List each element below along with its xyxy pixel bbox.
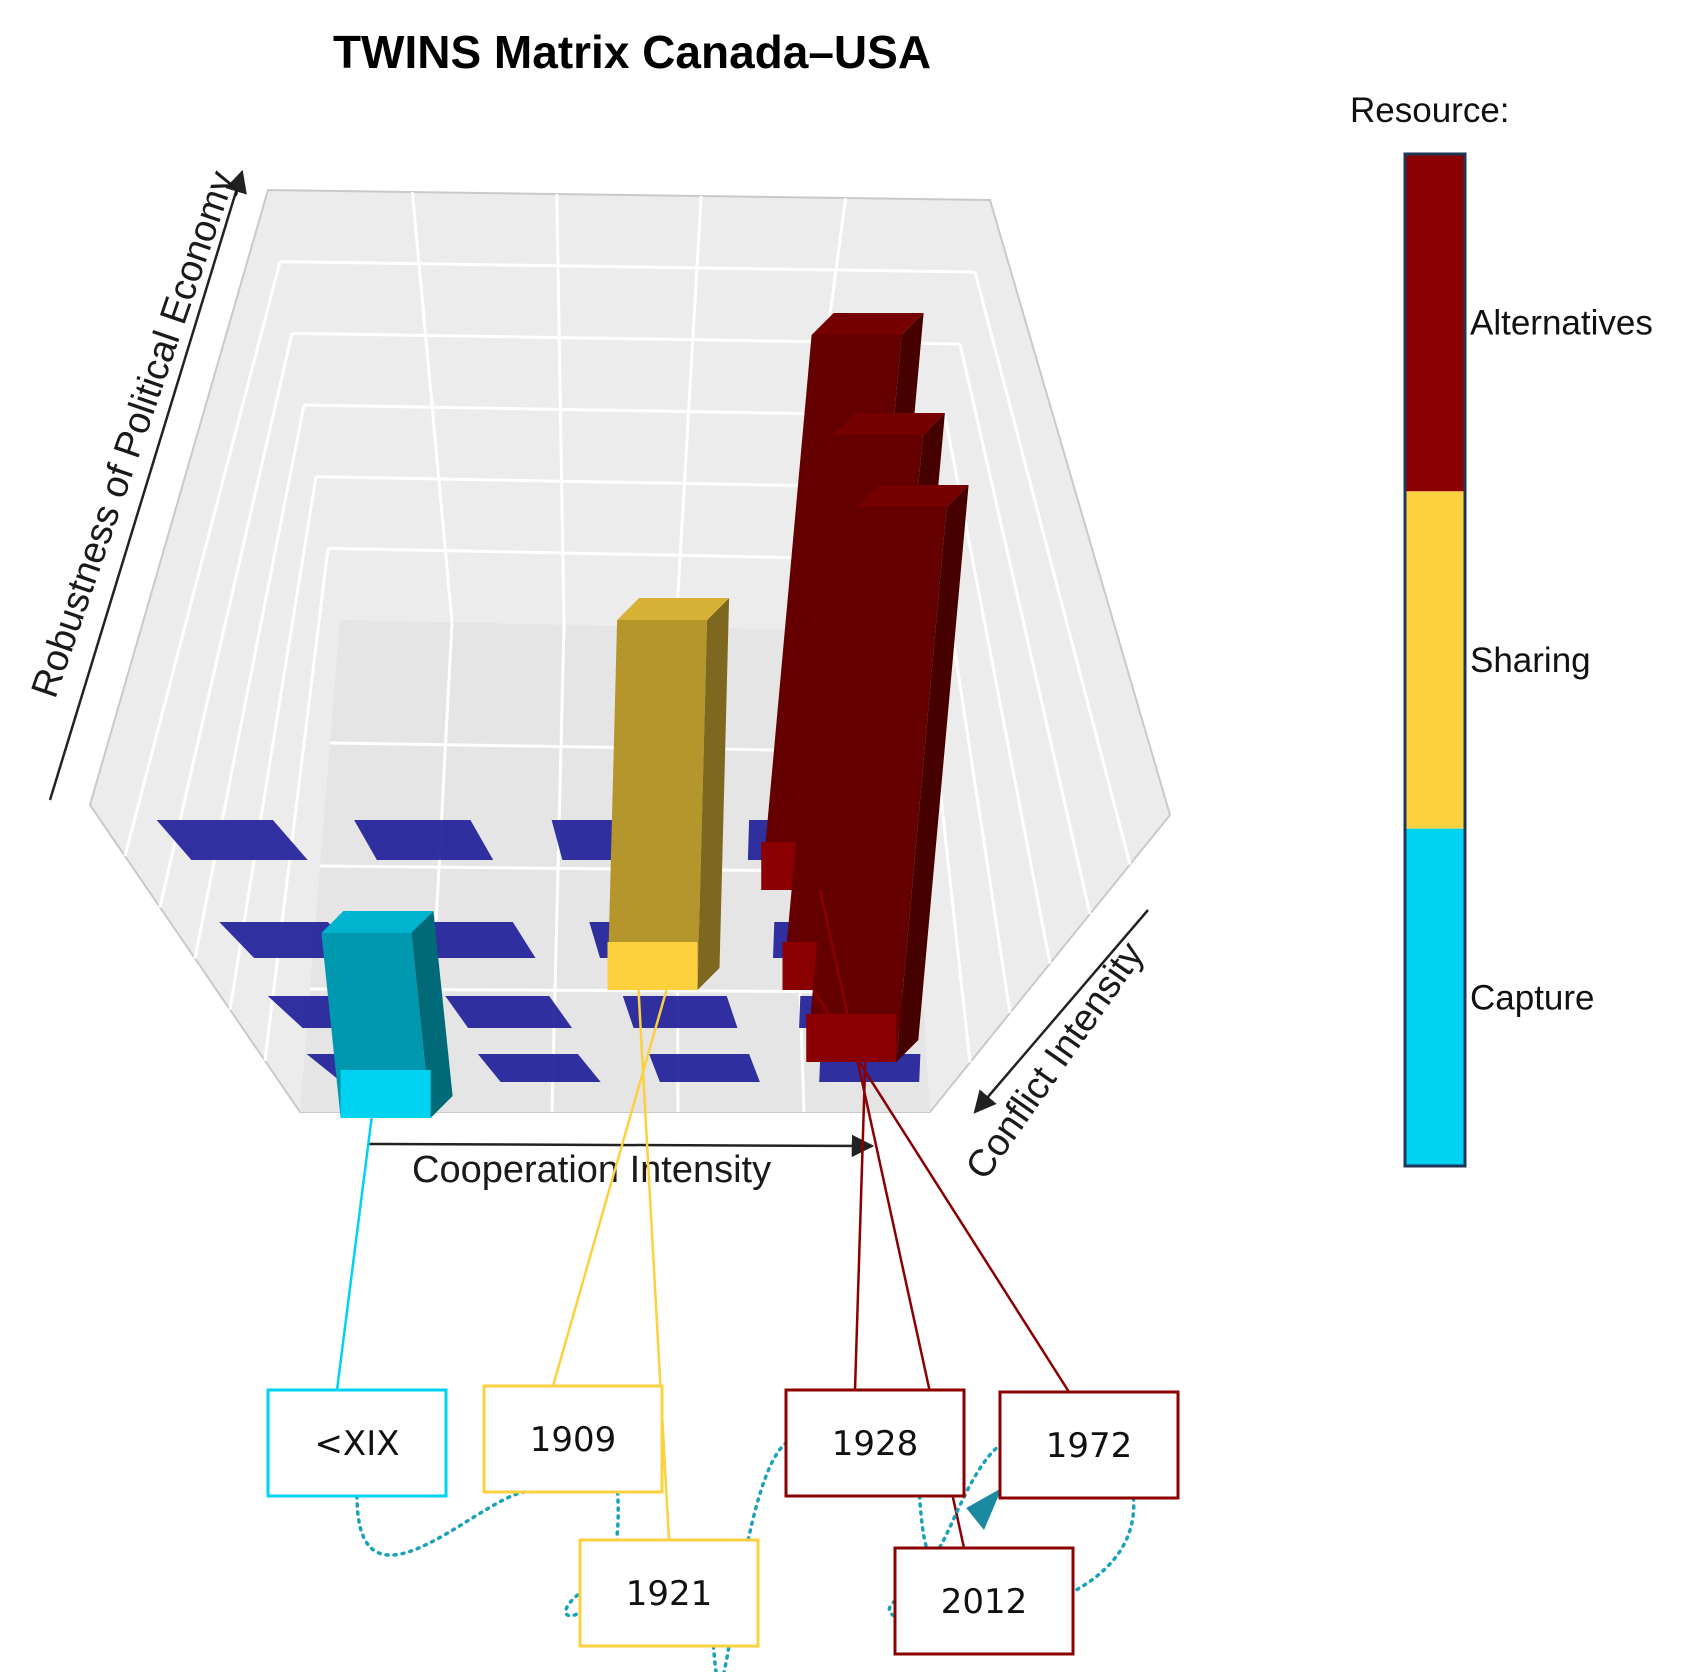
gridline-15 — [193, 404, 306, 959]
connector-lt-XIX — [335, 1117, 373, 1391]
floor-tile-13 — [477, 1054, 601, 1082]
bar-top-face — [321, 911, 434, 933]
legend-label-sharing: Sharing — [1470, 641, 1591, 680]
floor-tile-14 — [649, 1054, 760, 1082]
floor-tile-10 — [622, 996, 738, 1028]
period-box-1921: 1921 — [578, 1538, 760, 1648]
z-axis-arrow — [48, 169, 247, 801]
period-box-1909: 1909 — [482, 1384, 664, 1494]
bar-base-band — [806, 1014, 897, 1062]
connector-1909 — [551, 989, 668, 1387]
bar-1909 — [607, 598, 730, 990]
period-box-frame — [482, 1384, 664, 1494]
gridline-10 — [973, 271, 1132, 865]
bar-lt-XIX — [321, 911, 453, 1118]
period-box-2012: 2012 — [893, 1546, 1075, 1656]
floor-tile-9 — [445, 996, 572, 1028]
period-box-label: <XIX — [314, 1424, 399, 1464]
legend-swatch-sharing — [1405, 491, 1465, 829]
bar-top-face — [811, 313, 924, 335]
period-box-label: 1921 — [626, 1574, 713, 1614]
period-box-frame — [266, 1388, 448, 1498]
period-box-label: 1972 — [1046, 1426, 1133, 1466]
period-box-1928: 1928 — [784, 1388, 966, 1498]
period-box-label: 1909 — [530, 1420, 617, 1460]
bar-front-face — [607, 620, 708, 990]
gridline-12 — [158, 332, 294, 908]
bar-base-band — [340, 1070, 431, 1118]
gridline-18 — [228, 476, 318, 1010]
legend-swatch-alternatives — [1405, 154, 1465, 492]
bar-front-face — [806, 507, 947, 1062]
connector-1928 — [853, 1061, 867, 1391]
period-box-label: 2012 — [941, 1582, 1028, 1622]
bar-top-face — [832, 413, 945, 435]
floor-tile-1 — [354, 820, 494, 860]
period-boxes: <XIX 1909 1921 1928 1972 2012 — [266, 1384, 1180, 1656]
x-axis-arrow — [367, 1134, 875, 1158]
period-box-frame — [893, 1546, 1075, 1656]
bar-side-face — [697, 598, 730, 990]
connector-1921 — [637, 989, 671, 1541]
legend-colorbar-border — [1403, 152, 1467, 1168]
bar-1928 — [806, 485, 969, 1062]
timeline-arrowhead — [966, 1488, 1002, 1530]
period-box-lt-XIX: <XIX — [266, 1388, 448, 1498]
period-box-frame — [784, 1388, 966, 1498]
period-box-1972: 1972 — [998, 1390, 1180, 1500]
legend-label-alternatives: Alternatives — [1470, 304, 1653, 343]
bar-base-band — [607, 942, 698, 990]
bars — [321, 313, 969, 1118]
gridline-9 — [123, 261, 282, 857]
floor-tile-0 — [156, 820, 308, 860]
x-axis-label: Cooperation Intensity — [412, 1149, 771, 1191]
bar-side-face — [411, 911, 453, 1118]
period-box-frame — [998, 1390, 1180, 1500]
legend-label-capture: Capture — [1470, 978, 1595, 1017]
period-box-label: 1928 — [832, 1424, 919, 1464]
period-box-frame — [578, 1538, 760, 1648]
bar-side-face — [896, 485, 969, 1062]
gridline-8 — [279, 260, 976, 274]
legend-title: Resource: — [1350, 91, 1510, 130]
gridline-13 — [958, 343, 1092, 915]
bar-top-face — [856, 485, 969, 507]
gridline-21 — [263, 548, 330, 1062]
y-axis-arrow — [973, 909, 1149, 1114]
bar-top-face — [617, 598, 730, 620]
chart-title: TWINS Matrix Canada–USA — [333, 26, 931, 78]
legend-swatch-capture — [1405, 828, 1465, 1166]
